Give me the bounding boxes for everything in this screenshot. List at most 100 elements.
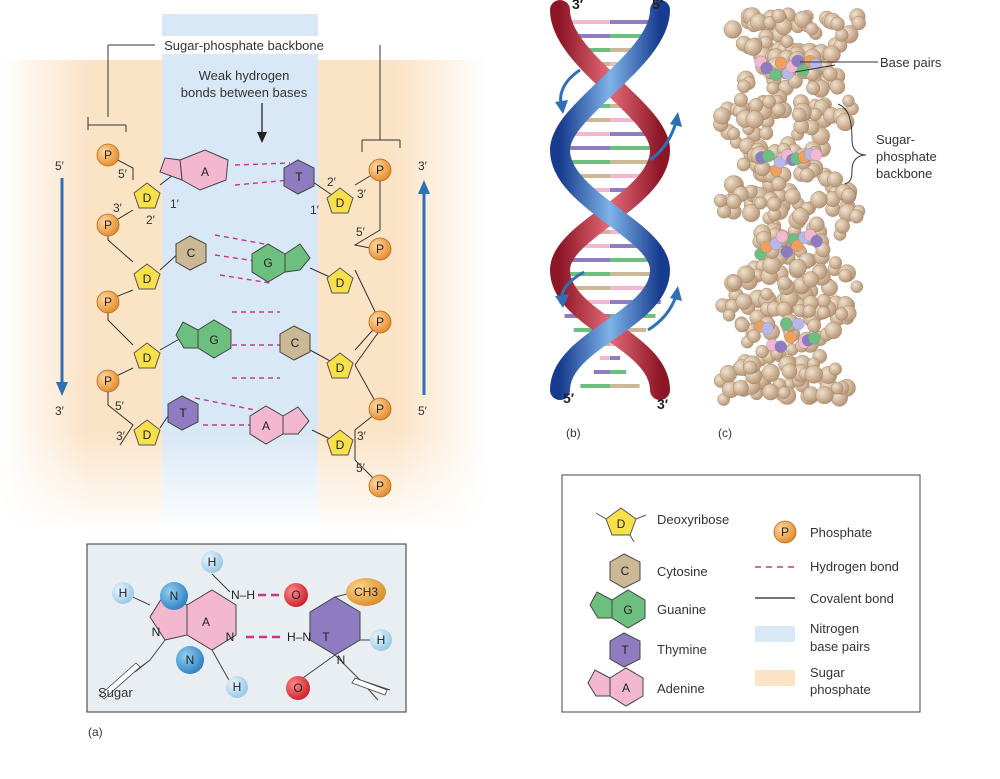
helix-rung: [599, 356, 610, 360]
prime-r5: 3′: [357, 429, 367, 443]
right-p-4: P: [376, 402, 384, 416]
atom-sphere: [828, 362, 842, 376]
legend-nitrogen-1: Nitrogen: [810, 621, 859, 636]
left-phosphate-group: P P P P: [96, 143, 120, 393]
right-phosphate-group: P P P P P: [368, 158, 392, 498]
base-pair-3: G C: [175, 319, 311, 361]
legend-cytosine: Cytosine: [657, 564, 708, 579]
right-d-1: D: [336, 196, 345, 210]
legend-covalent: Covalent bond: [810, 591, 894, 606]
right-p-3: P: [376, 315, 384, 329]
left-p-3: P: [104, 295, 112, 309]
atom-sphere: [744, 38, 763, 56]
legend-c: C: [621, 564, 630, 578]
legend-adenine: Adenine: [657, 681, 705, 696]
legend-a: A: [622, 681, 630, 695]
inset-n-mid: N: [226, 630, 235, 644]
inset-ch3: CH3: [354, 585, 378, 599]
atom-sphere: [760, 287, 773, 301]
base-pair-sphere: [808, 332, 821, 345]
legend-d: D: [617, 517, 626, 531]
panel-c: Base pairs Sugar- phosphate backbone (c): [713, 7, 942, 440]
atom-sphere: [745, 110, 764, 129]
atom-sphere: [713, 107, 731, 125]
atom-sphere: [771, 102, 786, 117]
legend-deoxyribose: Deoxyribose: [657, 512, 729, 527]
base-pair-sphere: [780, 245, 793, 259]
helix-rung: [558, 286, 610, 290]
base-a-1: A: [201, 165, 209, 179]
helix-rung: [569, 118, 610, 122]
helix-rung: [561, 272, 610, 276]
right-deoxyribose-group: D D D D: [326, 187, 354, 456]
atom-sphere: [816, 293, 831, 308]
legend-g: G: [623, 603, 632, 617]
base-a-4: A: [262, 419, 270, 433]
caption-b: (b): [566, 426, 581, 440]
base-pair-sphere: [810, 234, 823, 248]
atom-sphere: [802, 304, 816, 318]
prime-l5: 5′: [115, 399, 125, 413]
atom-sphere: [810, 191, 828, 209]
right-p-1: P: [376, 163, 384, 177]
atom-sphere: [802, 271, 819, 288]
helix-rung: [564, 174, 610, 178]
strand-left-top: 5′: [55, 159, 65, 173]
base-pair-sphere: [761, 322, 774, 335]
helix-top-right: 5′: [652, 0, 664, 12]
inset-n-right: N: [337, 653, 346, 667]
atom-sphere: [777, 386, 791, 400]
helix-bottom-left: 5′: [563, 390, 575, 406]
legend: D Deoxyribose C Cytosine G Guanine T Thy…: [561, 474, 921, 713]
atom-sphere: [734, 92, 749, 107]
atom-sphere: [823, 45, 841, 64]
adenine-thymine-inset: A T H N N N N H N–H H O H–: [86, 543, 407, 713]
base-pair-1: A T: [159, 149, 315, 195]
atom-sphere: [838, 268, 853, 283]
helix-strand-blue: [549, 0, 671, 400]
atom-sphere: [831, 382, 844, 395]
base-pair-sphere: [774, 340, 787, 353]
atom-sphere: [829, 256, 843, 270]
hbond-label-1: Weak hydrogen: [199, 68, 290, 83]
legend-guanine: Guanine: [657, 602, 706, 617]
left-p-1: P: [104, 148, 112, 162]
atom-sphere: [727, 127, 741, 141]
helix-rung: [610, 258, 651, 262]
helix-top-left: 3′: [572, 0, 584, 12]
legend-hbond: Hydrogen bond: [810, 559, 899, 574]
base-c-3: C: [291, 336, 300, 350]
atom-sphere: [830, 16, 845, 32]
atom-sphere: [723, 20, 742, 39]
atom-sphere: [842, 94, 855, 108]
inset-t: T: [322, 630, 330, 644]
inset-o-bottom: O: [293, 681, 302, 695]
helix-rung: [610, 370, 627, 374]
inset-a: A: [202, 615, 210, 629]
label-base-pairs: Base pairs: [880, 55, 942, 70]
atom-sphere: [834, 218, 851, 234]
prime-l1: 5′: [118, 167, 128, 181]
atom-sphere: [726, 274, 742, 291]
atom-sphere: [804, 365, 823, 384]
atom-sphere: [780, 34, 794, 48]
left-d-2: D: [143, 272, 152, 286]
prime-r4: 5′: [356, 225, 366, 239]
backbone-label: Sugar-phosphate backbone: [164, 38, 324, 53]
base-pair-sphere: [780, 317, 793, 330]
atom-sphere: [758, 126, 774, 141]
base-pair-4: T A: [167, 395, 310, 445]
atom-sphere: [849, 209, 864, 224]
left-p-2: P: [104, 218, 112, 232]
base-t-1: T: [295, 170, 303, 184]
left-p-4: P: [104, 374, 112, 388]
legend-nitrogen-2: base pairs: [810, 639, 870, 654]
right-d-3: D: [336, 361, 345, 375]
helix-rung: [580, 384, 610, 388]
helix-rung: [564, 34, 610, 38]
label-backbone-3: backbone: [876, 166, 932, 181]
atom-sphere: [762, 256, 781, 275]
inset-h-bottom: H: [233, 680, 242, 694]
right-p-5: P: [376, 479, 384, 493]
